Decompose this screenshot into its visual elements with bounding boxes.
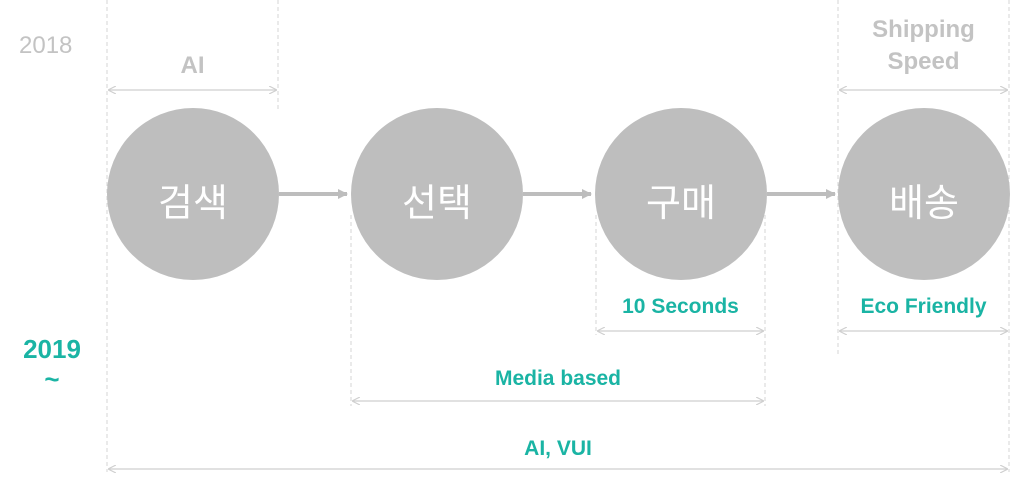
stage-circles [107, 108, 1010, 280]
span-label-ai-2018: AI [180, 52, 205, 79]
stage-label-select: 선택 [402, 181, 472, 225]
span-label-media-based: Media based [494, 367, 622, 390]
stage-label-delivery: 배송 [889, 181, 959, 225]
span-label-10-seconds: 10 Seconds [622, 295, 739, 318]
span-label-shipping-speed: Shipping Speed [838, 14, 1009, 78]
year-2019-label: 2019 ~ [19, 334, 85, 394]
span-label-eco-friendly: Eco Friendly [860, 295, 987, 318]
year-2019-suffix: ~ [44, 364, 60, 394]
year-2018-label: 2018 [19, 32, 73, 59]
stage-label-search: 검색 [158, 181, 228, 225]
stage-circle-select [351, 108, 523, 280]
stage-circle-delivery [838, 108, 1010, 280]
guide-lines [106, 0, 1010, 472]
stage-label-purchase: 구매 [646, 181, 716, 225]
span-label-ai-vui: AI, VUI [524, 437, 592, 460]
span-lines [109, 90, 1007, 469]
stage-circle-search [107, 108, 279, 280]
span-label-shipping: Shipping [872, 16, 975, 43]
year-2019-value: 2019 [23, 334, 81, 364]
span-label-speed: Speed [887, 48, 960, 75]
stage-circle-purchase [595, 108, 767, 280]
